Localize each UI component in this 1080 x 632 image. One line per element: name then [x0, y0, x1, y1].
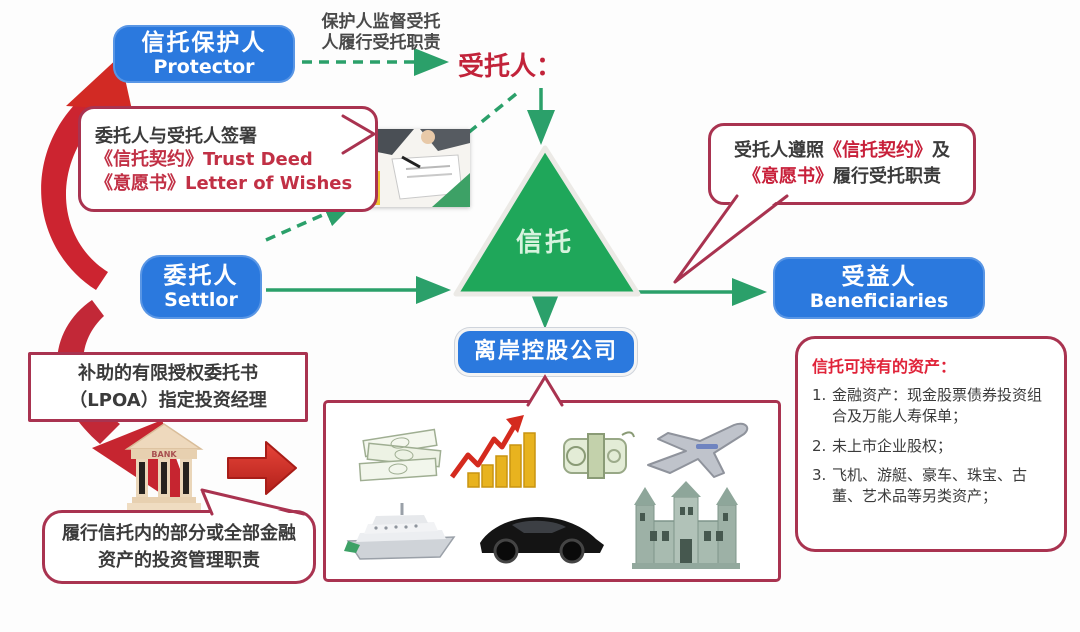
- bank-label: BANK: [151, 450, 177, 459]
- beneficiaries-label-en: Beneficiaries: [809, 289, 949, 312]
- sign-bubble-line1: 委托人与受托人签署: [95, 125, 257, 147]
- sign-bubble: 委托人与受托人签署 《信托契约》Trust Deed 《意愿书》Letter o…: [78, 106, 378, 212]
- settlor-label-zh: 委托人: [163, 263, 239, 290]
- assets-item3-num: 3.: [812, 465, 827, 484]
- protector-label-zh: 信托保护人: [141, 30, 267, 57]
- node-beneficiaries: 受益人 Beneficiaries: [773, 257, 985, 319]
- holdable-assets-panel: 信托可持有的资产： 1. 金融资产：现金股票债券投资组合及万能人寿保单； 2. …: [795, 336, 1067, 552]
- trust-triangle-label: 信托: [515, 228, 574, 258]
- node-offshore-holding: 离岸控股公司: [458, 331, 634, 373]
- cruise-ship-icon: [342, 495, 462, 567]
- growth-chart-icon: [444, 411, 544, 491]
- beneficiaries-label-zh: 受益人: [841, 264, 917, 291]
- bank-icon: BANK: [124, 423, 204, 510]
- supervision-line2: 人履行受托职责: [321, 33, 441, 54]
- trustee-label: 受托人：: [458, 52, 563, 82]
- airplane-icon: [642, 411, 760, 489]
- assets-item3-text: 飞机、游艇、豪车、珠宝、古董、艺术品等另类资产；: [832, 465, 1028, 506]
- manager-bubble-line2: 资产的投资管理职责: [98, 550, 260, 571]
- trustee-bubble-tail: [673, 193, 789, 284]
- red-right-arrow-icon: [227, 441, 297, 495]
- supervision-line1: 保护人监督受托: [321, 12, 441, 32]
- trustee-bubble-t1: 受托人遵照: [734, 139, 824, 161]
- assets-item1-text: 金融资产：现金股票债券投资组合及万能人寿保单；: [832, 386, 1043, 426]
- protector-label-en: Protector: [153, 55, 255, 78]
- assets-item2-text: 未上市企业股权；: [832, 436, 953, 455]
- mansion-icon: [626, 479, 746, 571]
- lpoa-line2: （LPOA）指定投资经理: [69, 390, 267, 411]
- trustee-bubble-t5: 履行受托职责: [833, 166, 941, 187]
- offshore-label: 离岸控股公司: [473, 339, 618, 365]
- assets-item1-num: 1.: [812, 386, 827, 404]
- supervision-note: 保护人监督受托 人履行受托职责: [300, 12, 462, 55]
- dollar-bills-icon: [354, 419, 450, 491]
- assets-panel-item: 3. 飞机、游艇、豪车、珠宝、古董、艺术品等另类资产；: [812, 465, 1052, 508]
- manager-duty-bubble: 履行信托内的部分或全部金融 资产的投资管理职责: [42, 510, 316, 584]
- assets-item2-num: 2.: [812, 436, 827, 455]
- trust-assets-illustration-box: [323, 400, 781, 582]
- trustee-bubble-t3: 及: [932, 139, 950, 161]
- node-settlor: 委托人 Settlor: [140, 255, 262, 319]
- assets-panel-item: 1. 金融资产：现金股票债券投资组合及万能人寿保单；: [812, 385, 1052, 428]
- deed-signing-photo: [362, 129, 470, 207]
- trustee-bubble-t2: 《信托契约》: [824, 139, 932, 161]
- sign-bubble-line3: 《意愿书》Letter of Wishes: [95, 173, 353, 194]
- lpoa-line1: 补助的有限授权委托书: [78, 363, 258, 384]
- sign-bubble-line2: 《信托契约》Trust Deed: [95, 148, 313, 170]
- assets-panel-item: 2. 未上市企业股权；: [812, 436, 1052, 457]
- sports-car-icon: [472, 495, 608, 567]
- node-protector: 信托保护人 Protector: [113, 25, 295, 83]
- assets-panel-title: 信托可持有的资产：: [812, 357, 957, 376]
- settlor-label-en: Settlor: [164, 288, 238, 311]
- lpoa-box: 补助的有限授权委托书 （LPOA）指定投资经理: [28, 352, 308, 422]
- cash-bundle-icon: [548, 425, 640, 489]
- trustee-duty-bubble: 受托人遵照《信托契约》及 《意愿书》履行受托职责: [708, 123, 976, 205]
- trustee-bubble-t4: 《意愿书》: [743, 166, 833, 187]
- manager-bubble-line1: 履行信托内的部分或全部金融: [62, 523, 296, 544]
